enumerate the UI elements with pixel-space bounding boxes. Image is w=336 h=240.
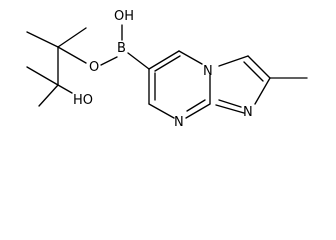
bond-o-b [100,56,118,66]
imidazole-nitrogen-label: N [243,105,253,120]
bridgehead-nitrogen-label: N [203,64,213,79]
bond-methyl-top-left [26,31,59,48]
bond-imid-a [218,55,249,67]
hydroxyl-on-carbon-label: HO [73,93,93,108]
bond-c-o [57,46,87,64]
ester-oxygen-label: O [89,60,99,75]
boron-atom-label: B [117,41,126,56]
bond-imid-b-double [243,61,264,82]
bond-methyl-top-right [57,27,87,48]
bond-imid-b [247,55,271,79]
bond-c-oh [57,84,73,94]
bond-ring-a-double [154,55,181,72]
bond-b-ring [127,52,150,70]
lower-ring-nitrogen-label: N [174,115,184,130]
chemical-structure-canvas: OH B O HO N N N [26,9,308,130]
bond-ring-e [148,103,175,119]
bond-imid-c [254,77,271,105]
bond-ring-d [185,103,211,119]
hydroxyl-on-boron-label: OH [114,9,134,24]
bond-ring-a [148,50,180,70]
bond-ring-d-double [186,99,206,112]
bond-imid-d [215,104,245,114]
molecule-structure: OH B O HO N N N [26,9,308,130]
bond-methyl-bottom-left [26,66,59,86]
bond-ring-b [178,50,203,65]
atom-labels: OH B O HO N N N [73,9,253,130]
bond-imid-d-double [218,99,242,108]
bond-methyl-bottom-lower [38,84,59,107]
bonds [26,24,308,119]
